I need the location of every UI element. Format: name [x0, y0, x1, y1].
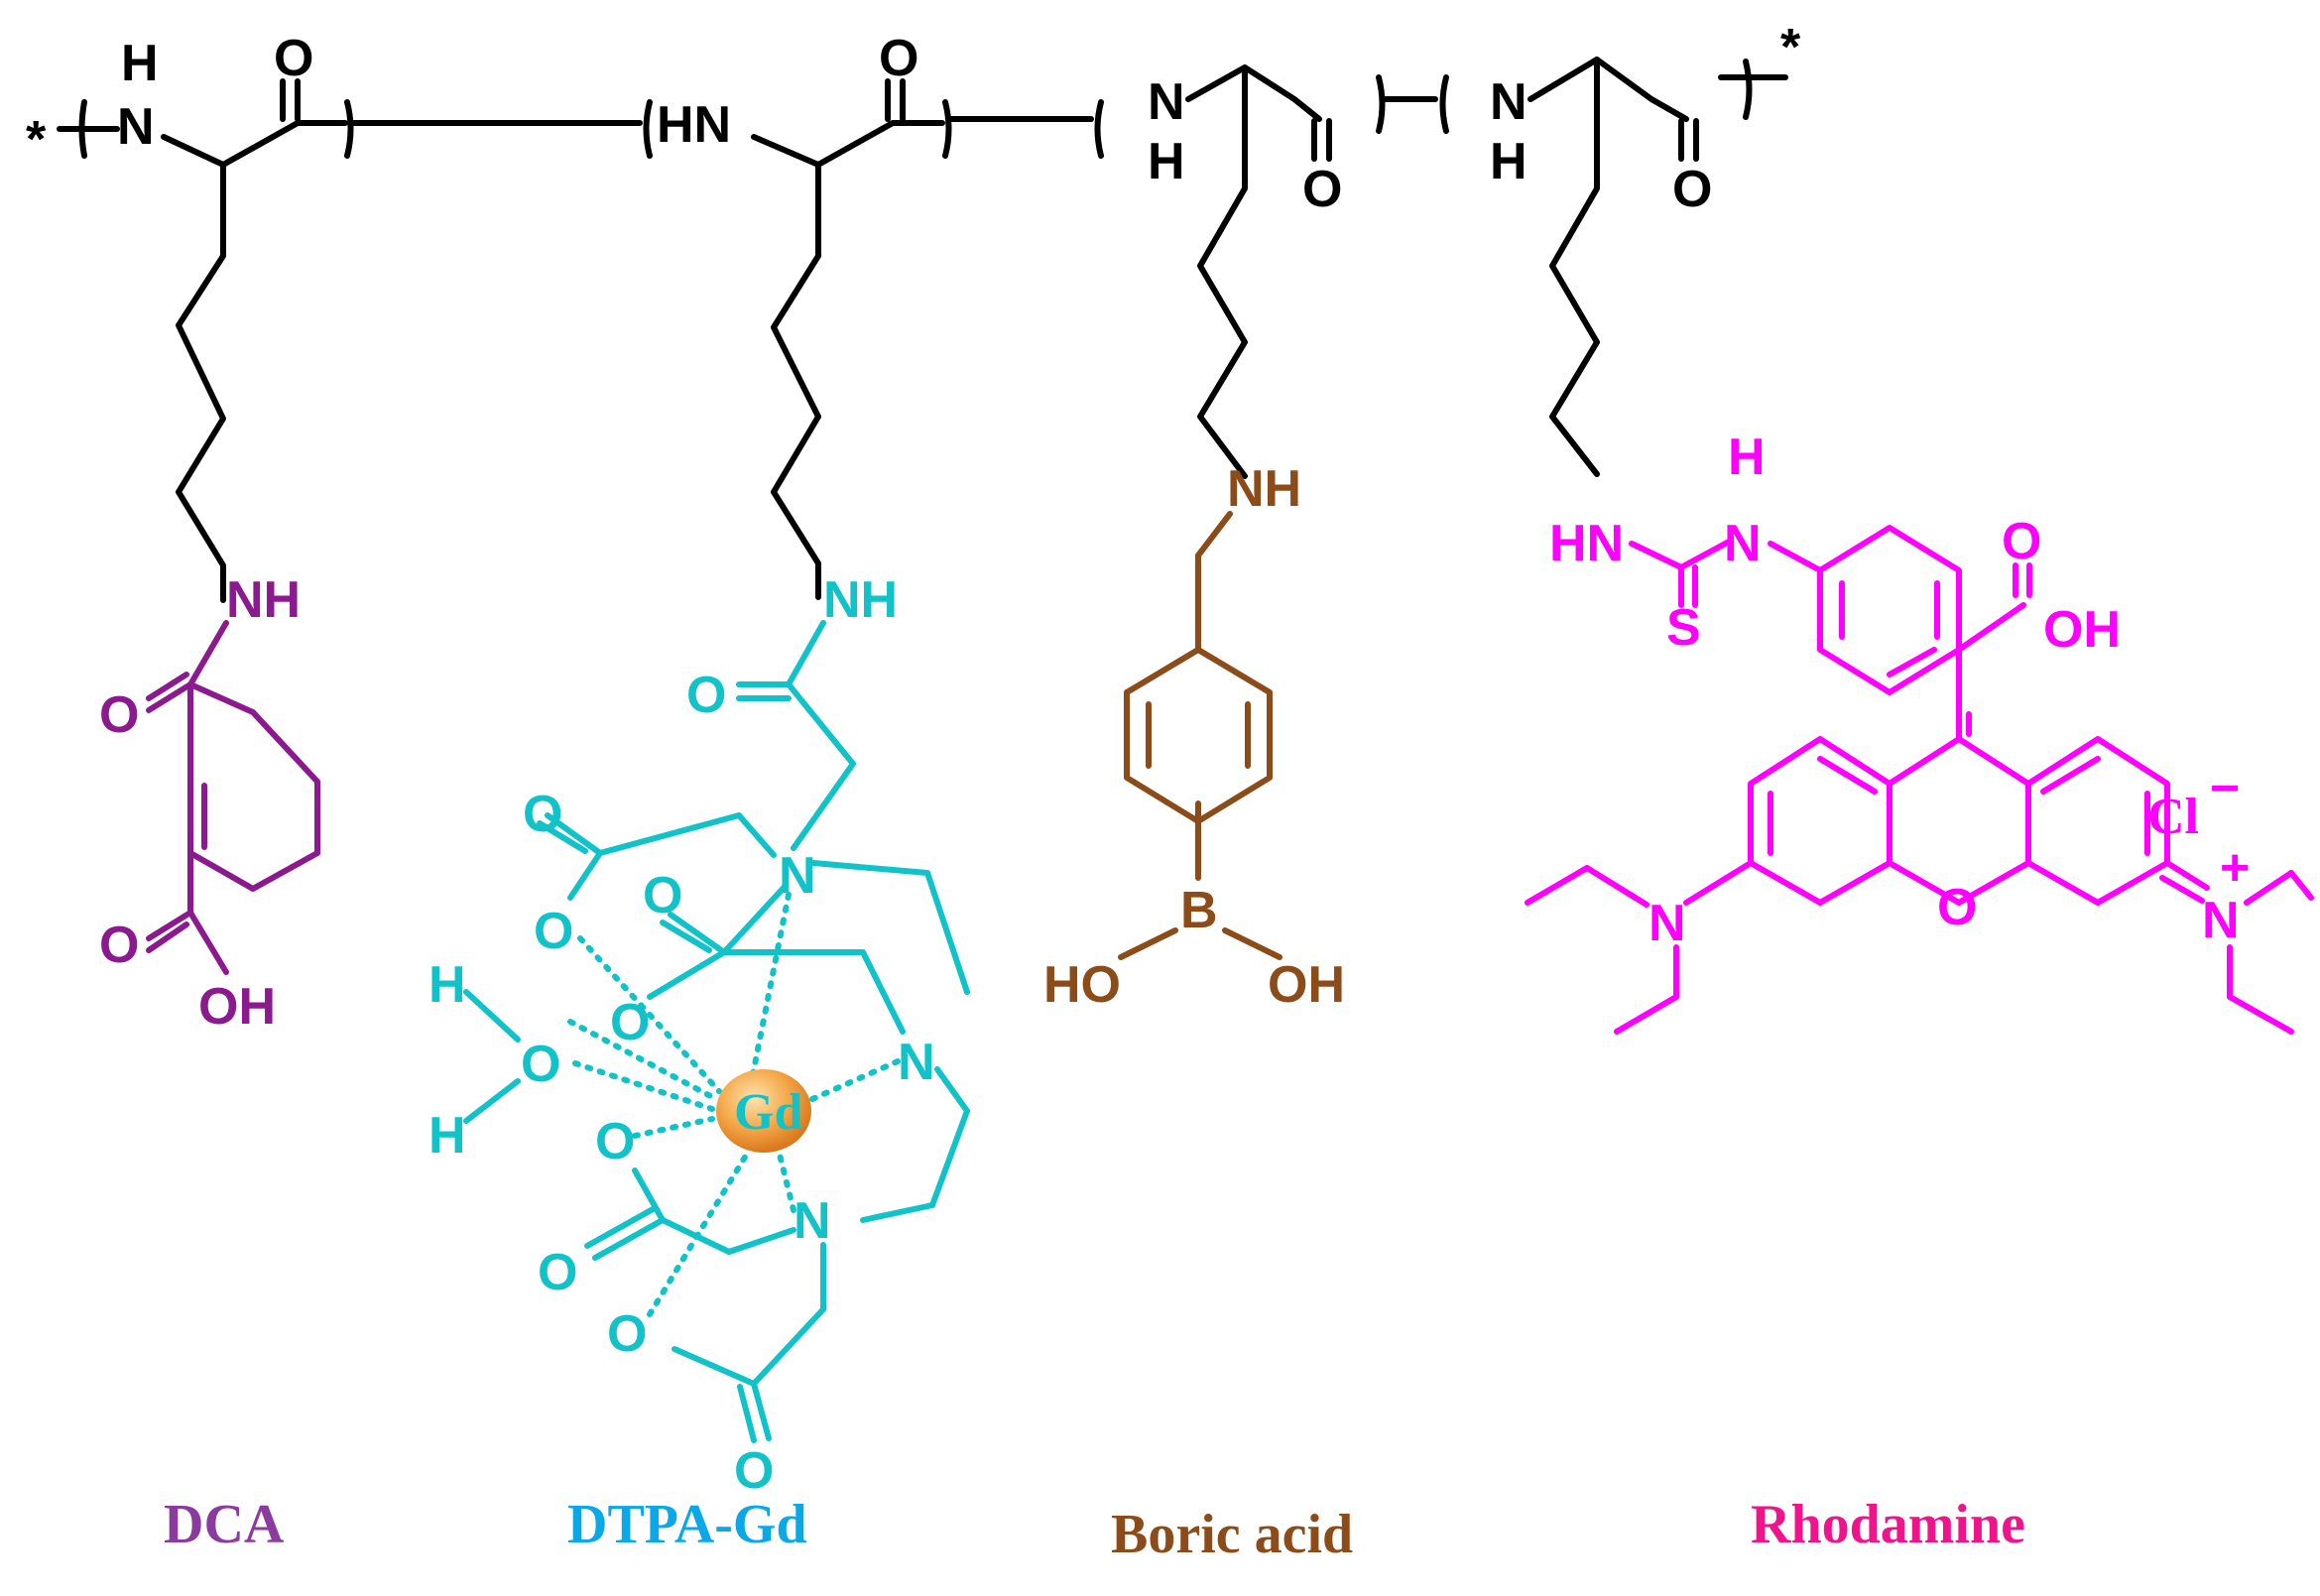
boric-nh: NH	[1227, 460, 1301, 518]
dtpa-n2: N	[898, 1034, 935, 1091]
unit1-nh: N	[117, 98, 155, 156]
rhod-cl: Cl	[2147, 789, 2199, 845]
unit2-hn: HN	[657, 96, 731, 154]
rhod-cooh-oh: OH	[2043, 601, 2121, 659]
dtpa-n1: N	[779, 847, 816, 905]
dca-oh: OH	[198, 978, 276, 1036]
chain-end-left: *	[26, 111, 47, 169]
water-o: O	[521, 1036, 560, 1093]
unit1-carbonyl-o: O	[274, 30, 313, 87]
dca-o2: O	[99, 917, 139, 974]
rhod-plus: +	[2220, 839, 2250, 897]
unit1-nh-h: H	[121, 35, 159, 92]
boric-oh: OH	[1268, 956, 1345, 1014]
chain-end-right: *	[1780, 19, 1801, 76]
lysine-side-chains	[176, 57, 1600, 603]
water-h2: H	[428, 1107, 466, 1165]
dtpa-nh: NH	[823, 571, 898, 629]
dca-group: NH O O OH	[99, 571, 320, 1036]
rhod-s: S	[1666, 599, 1701, 657]
polymer-backbone: * H N O HN O N H O N H O *	[26, 19, 1801, 218]
gd-label: Gd	[734, 1084, 802, 1141]
unit4-n: N	[1490, 73, 1527, 131]
caption-rhodamine: Rhodamine	[1751, 1494, 2025, 1555]
unit2-carbonyl-o: O	[879, 30, 918, 87]
dtpa-n3: N	[794, 1192, 831, 1250]
gd-atom	[716, 1069, 811, 1153]
dtpa-o-a1: O	[523, 786, 562, 843]
boric-acid-group: NH B HO OH	[1043, 460, 1345, 1014]
water-h1: H	[428, 956, 466, 1014]
unit3-carbonyl-o: O	[1302, 161, 1342, 218]
dtpa-o-a4: O	[607, 1305, 647, 1363]
rhod-hn: HN	[1549, 515, 1624, 572]
caption-dtpa-gd: DTPA-Gd	[567, 1494, 807, 1555]
caption-boric-acid: Boric acid	[1111, 1504, 1353, 1565]
dtpa-o-a3: O	[595, 1113, 635, 1170]
boric-b: B	[1180, 882, 1218, 939]
rhod-nh-h: H	[1728, 429, 1766, 486]
rhod-cooh-o: O	[2002, 513, 2041, 570]
unit3-n: N	[1148, 73, 1185, 131]
rhod-n-right: N	[2202, 892, 2240, 949]
rhod-nh-n: N	[1724, 515, 1762, 572]
rhod-n-left: N	[1648, 895, 1686, 952]
captions: DCA DTPA-Gd Boric acid Rhodamine	[164, 1494, 2025, 1565]
dtpa-o-amide: O	[686, 667, 726, 724]
dtpa-gd-group: NH O N O O O O N N	[428, 571, 970, 1500]
dtpa-o-a2: O	[643, 867, 682, 924]
unit4-carbonyl-o: O	[1672, 161, 1712, 218]
boric-ho: HO	[1043, 956, 1121, 1014]
rhodamine-group: HN S H N O OH O N	[1525, 429, 2314, 1035]
dtpa-o-a3b: O	[538, 1244, 577, 1301]
unit3-n-h: H	[1148, 133, 1185, 190]
rhod-cl-minus: −	[2210, 760, 2240, 817]
dtpa-o-a4b: O	[734, 1442, 774, 1500]
dtpa-o-a2b: O	[610, 994, 650, 1051]
dca-o1: O	[99, 686, 139, 744]
dtpa-o-a1b: O	[534, 903, 573, 960]
rhod-xanthene-o: O	[1937, 879, 1977, 936]
dca-nh: NH	[226, 571, 301, 629]
caption-dca: DCA	[164, 1494, 285, 1555]
unit4-n-h: H	[1490, 133, 1527, 190]
